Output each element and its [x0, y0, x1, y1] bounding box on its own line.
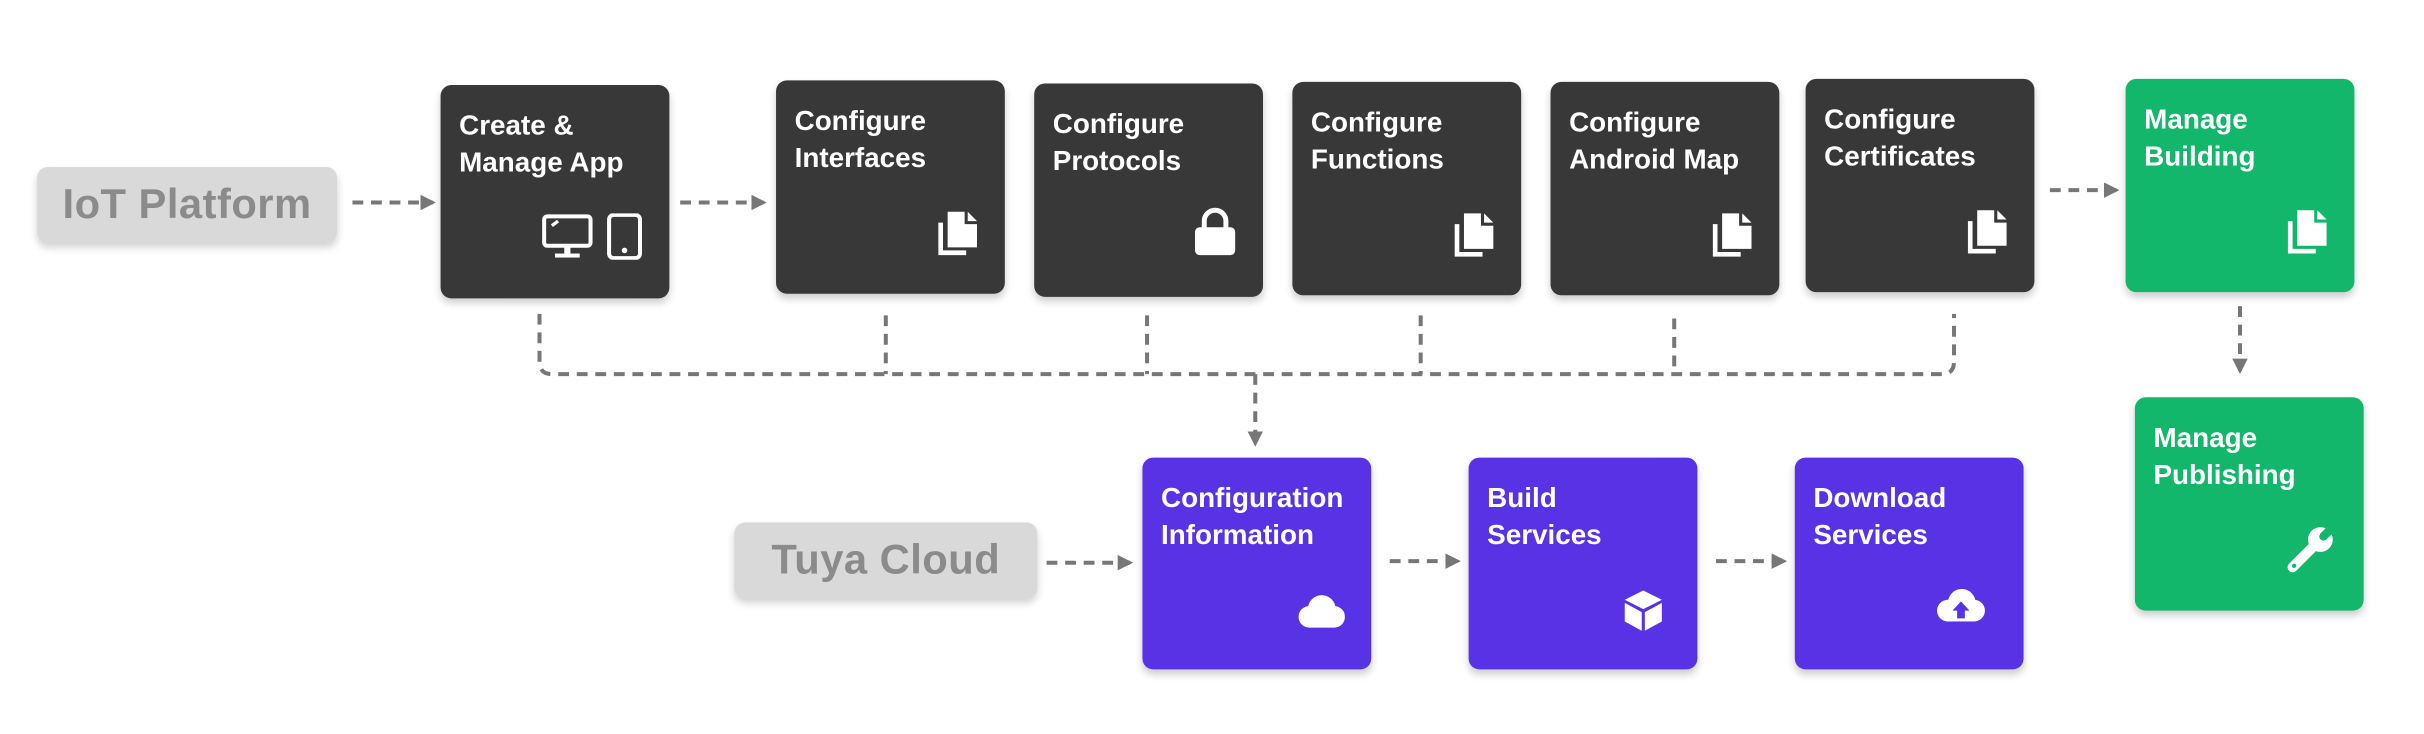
- tablet-icon: [607, 213, 643, 260]
- iot-platform-text: IoT Platform: [62, 180, 312, 228]
- step-label: Create & Manage App: [459, 109, 624, 178]
- step-configuration-information[interactable]: Configuration Information: [1142, 457, 1372, 670]
- step-label: Configure Certificates: [1824, 103, 1976, 172]
- step-label: Configure Android Map: [1569, 106, 1740, 175]
- document-icon: [937, 210, 980, 256]
- step-label: Configure Interfaces: [794, 105, 927, 174]
- step-label: Manage Publishing: [2153, 422, 2296, 491]
- step-label: Build Services: [1487, 482, 1602, 551]
- wrench-icon: [2286, 524, 2336, 573]
- step-create-manage-app[interactable]: Create & Manage App: [440, 85, 670, 299]
- step-download-services[interactable]: Download Services: [1794, 457, 2024, 670]
- step-configure-android-map[interactable]: Configure Android Map: [1550, 81, 1780, 296]
- step-configure-functions[interactable]: Configure Functions: [1292, 81, 1522, 296]
- step-label: Configure Protocols: [1052, 108, 1185, 177]
- document-icon: [1711, 212, 1754, 258]
- step-build-services[interactable]: Build Services: [1468, 457, 1698, 670]
- collector-bracket: [537, 313, 1957, 377]
- step-configure-certificates[interactable]: Configure Certificates: [1805, 78, 2035, 293]
- document-icon: [1453, 212, 1496, 258]
- step-manage-publishing[interactable]: Manage Publishing: [2134, 397, 2364, 611]
- lock-icon: [1193, 207, 1236, 256]
- step-manage-building[interactable]: Manage Building: [2125, 78, 2355, 293]
- cube-icon: [1623, 589, 1663, 632]
- iot-platform-label: IoT Platform: [37, 166, 338, 243]
- monitor-icon: [542, 214, 593, 258]
- step-configure-protocols[interactable]: Configure Protocols: [1034, 83, 1264, 297]
- cloud-upload-icon: [1934, 588, 1987, 626]
- device-icons: [541, 213, 643, 260]
- document-icon: [2286, 209, 2329, 255]
- tuya-cloud-label: Tuya Cloud: [734, 522, 1038, 599]
- tuya-cloud-text: Tuya Cloud: [771, 536, 1001, 583]
- step-label: Configure Functions: [1310, 106, 1444, 175]
- step-label: Download Services: [1813, 482, 1947, 551]
- document-icon: [1966, 209, 2009, 255]
- step-label: Manage Building: [2144, 103, 2256, 172]
- step-label: Configuration Information: [1160, 482, 1344, 551]
- step-configure-interfaces[interactable]: Configure Interfaces: [776, 80, 1005, 294]
- cloud-icon: [1295, 594, 1345, 631]
